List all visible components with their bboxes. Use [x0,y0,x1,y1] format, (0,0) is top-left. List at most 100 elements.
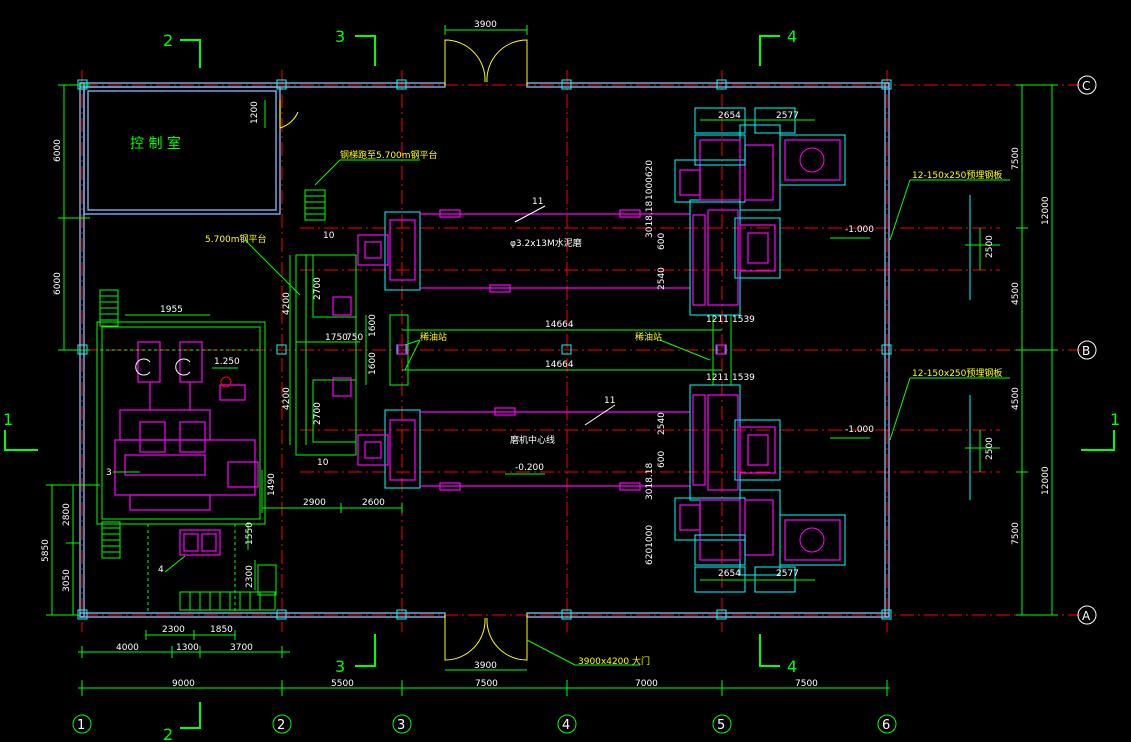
platform-label: 5.700m钢平台 [205,233,267,245]
dim-1600-a: 1600 [368,314,378,337]
tag-11-top-leader [514,205,546,223]
bottom-dim-1300: 1300 [176,643,199,653]
dim-2900-2600-lines [261,503,403,513]
control-room-door [264,100,299,129]
dim-14664-top: 14664 [545,320,574,330]
top-mill [357,107,846,316]
oil-station-left: 稀油站 [420,331,447,343]
right-dim-4500-bottom: 4500 [1011,387,1021,410]
tag-4: 4 [158,565,164,575]
dim-4200-bottom: 4200 [282,387,292,410]
axis-A-label: A [1082,609,1091,623]
control-room-label: 控 制 室 [130,135,181,152]
steel-platform [244,159,732,456]
oil-station-right: 稀油站 [635,331,662,343]
bottom-door [444,615,640,671]
dim-2577-bottom: 2577 [776,569,799,579]
dim-2700-bottom: 2700 [313,402,323,425]
dim-1211-bottom: 1211 [706,373,729,383]
right-plates [830,179,1010,500]
dim-1539-bottom: 1539 [732,373,755,383]
bottom-dim-9000: 9000 [172,679,195,689]
mill-spec-label: φ3.2x13M水泥磨 [510,237,582,249]
section-3-bottom: 3 [335,657,345,676]
left-dim-5850: 5850 [41,539,51,562]
dim-1539-top: 1539 [732,315,755,325]
section-1-left: 1 [3,410,13,429]
axis-lines [60,70,1080,632]
right-dim-4500-top: 4500 [1011,282,1021,305]
section-marks [4,35,1115,729]
bottom-dimension-lines [78,630,890,696]
bottom-mill [357,384,846,593]
dim-1000-620: 1000620 [645,160,655,200]
dim-1955: 1955 [160,305,183,315]
tag-10-bottom: 10 [317,458,329,468]
tag-11-bottom-leader [584,404,616,426]
dim-2600: 2600 [362,498,385,508]
left-dim-6000-top: 6000 [53,139,63,162]
axis-1-label: 1 [77,718,85,733]
axis-6-label: 6 [882,718,890,733]
dim-1490: 1490 [267,473,277,496]
elev-neg1-bottom: -1.000 [845,425,874,435]
section-1-right: 1 [1110,410,1120,429]
steel-plate-top: 12-150x250预埋钢板 [912,169,1002,181]
left-equipment-area [96,289,277,612]
left-dimension-lines [46,84,100,616]
section-4-bottom: 4 [787,657,797,676]
left-dim-2800: 2800 [62,503,72,526]
dim-2577-top: 2577 [776,111,799,121]
bottom-dim-4000: 4000 [116,643,139,653]
right-dim-7500-bottom: 7500 [1011,522,1021,545]
dim-2540-bottom: 2540 [657,412,667,435]
bottom-door-dim: 3900 [474,661,497,671]
axis-4-label: 4 [562,718,570,733]
axis-B-label: B [1082,344,1090,358]
dim-600-bottom: 600 [657,451,667,468]
elev-neg-0200: -0.200 [515,463,544,473]
elev-neg1-top: -1.000 [845,225,874,235]
dim-2500-top: 2500 [985,235,995,258]
right-dimension-lines [1016,84,1058,616]
stair-to-platform-label: 钢梯跑至5.700m钢平台 [340,149,438,161]
dim-600-top: 600 [657,233,667,250]
tag-3: 3 [106,468,112,478]
dim-2654-bottom: 2654 [718,569,741,579]
tag-10-top: 10 [323,231,335,241]
section-4-top: 4 [787,27,797,46]
dim-1200: 1200 [250,101,260,124]
dim-3018-bottom: 3018.18 [645,463,655,500]
axis-bubbles-columns [72,714,897,734]
section-2-top: 2 [163,31,173,50]
dim-2540-top: 2540 [657,267,667,290]
dim-2654-top: 2654 [718,111,741,121]
dim-4200-top: 4200 [282,292,292,315]
bottom-dim-7500b: 7500 [795,679,818,689]
mill-centerline-label: 磨机中心线 [510,434,555,446]
big-door-label: 3900x4200 大门 [578,655,650,667]
bottom-dim-7500a: 7500 [475,679,498,689]
dim-750: 750 [346,333,363,343]
steel-plate-bottom: 12-150x250预埋钢板 [912,367,1002,379]
dim-3018-top: 3018.18 [645,201,655,238]
left-dim-3050: 3050 [62,569,72,592]
axis-2-label: 2 [277,718,285,733]
dim-620-1000: 6201000 [645,525,655,565]
right-dim-12000-bottom: 12000 [1041,466,1051,495]
top-door-dim: 3900 [474,20,497,30]
dim-2500-bottom: 2500 [985,437,995,460]
bottom-dim-3700: 3700 [230,643,253,653]
axis-3-label: 3 [397,718,405,733]
axis-5-label: 5 [717,718,725,733]
dim-2300-v: 2300 [245,565,255,588]
tag-11-bottom: 11 [604,396,615,406]
dim-14664-lines [402,329,722,371]
section-3-top: 3 [335,27,345,46]
dim-1550: 1550 [245,522,255,545]
dim-2900: 2900 [303,498,326,508]
dim-14664-bottom: 14664 [545,360,574,370]
bottom-dim-7000: 7000 [635,679,658,689]
